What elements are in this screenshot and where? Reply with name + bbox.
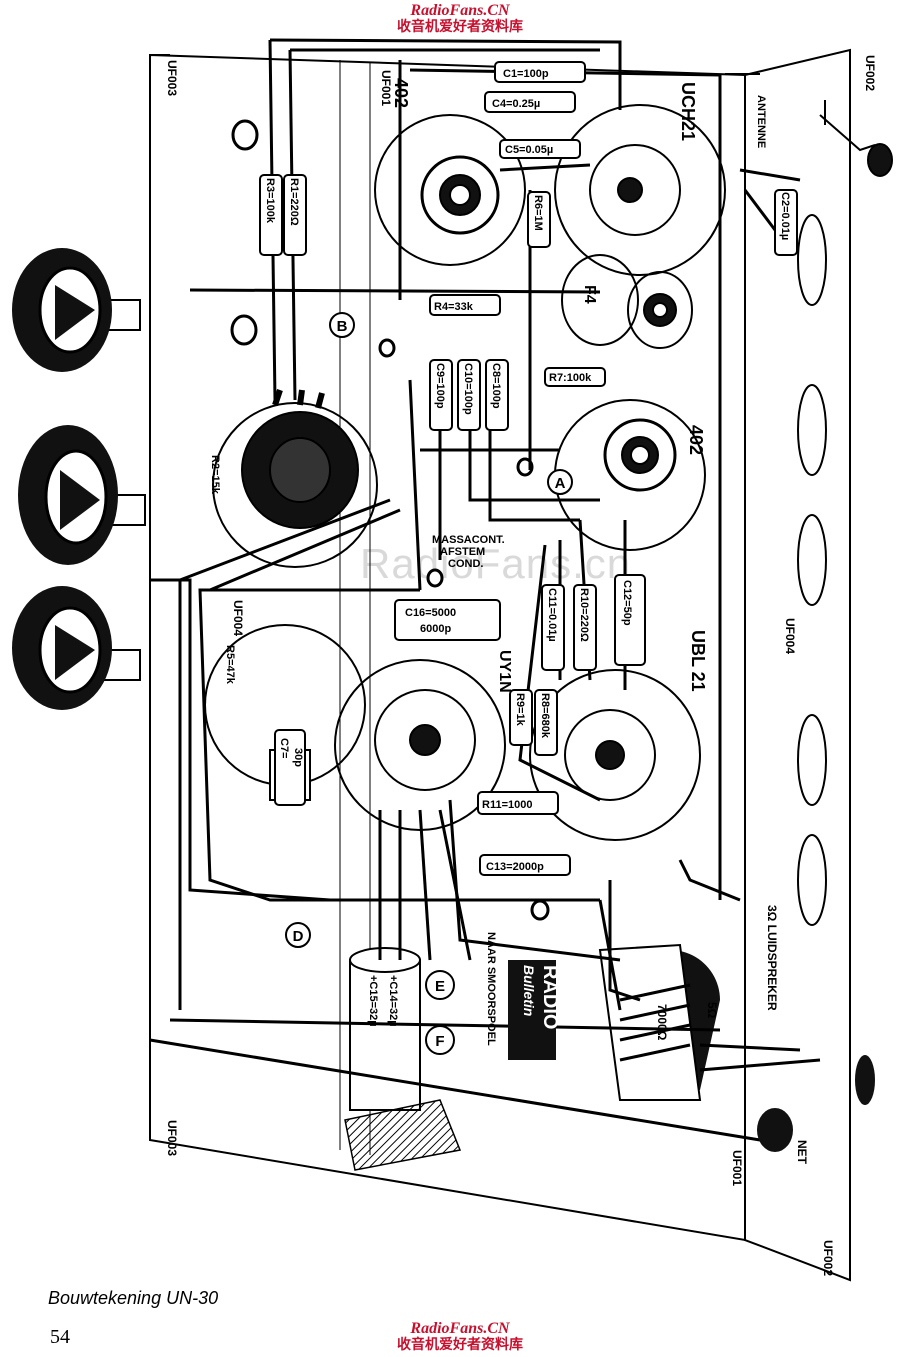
potentiometer-r2 — [212, 389, 378, 568]
label-uf004-left: UF004 — [231, 600, 245, 636]
connector-point-labels: B A D E F — [293, 318, 566, 1050]
label-c15: +C15=32µ — [367, 975, 379, 1027]
label-c13: C13=2000p — [486, 861, 544, 873]
label-c9: C9=100p — [434, 363, 446, 409]
electrolytic-c14-c15 — [344, 947, 462, 1171]
label-uf003-bottom: UF003 — [165, 1120, 179, 1156]
radio-bulletin-logo: RADIO Bulletin — [508, 960, 561, 1060]
label-f4: F4 — [581, 285, 598, 304]
label-c7b: 30p — [292, 748, 304, 767]
label-c2: C2=0.01µ — [779, 192, 791, 240]
point-f: F — [435, 1033, 444, 1050]
tube-socket-402-mid — [554, 399, 706, 551]
net-cord — [757, 1055, 875, 1152]
label-c16b: 6000p — [420, 623, 451, 635]
watermark-site: RadioFans.CN — [410, 2, 510, 19]
label-uf004-right: UF004 — [783, 618, 797, 654]
label-c4: C4=0.25µ — [492, 98, 540, 110]
knob-middle[interactable] — [18, 425, 146, 565]
knob-top[interactable] — [12, 248, 141, 372]
point-a-circle — [547, 469, 573, 495]
page-number: 54 — [50, 1326, 70, 1348]
tube-socket-uch21 — [554, 104, 726, 276]
point-b: B — [337, 318, 348, 335]
label-c11: C11=0.01µ — [546, 588, 558, 642]
label-antenne: ANTENNE — [755, 95, 767, 148]
rotated-labels: UF003 UF003 UF001 UF001 UF002 UF002 UF00… — [165, 55, 877, 1276]
tube-label-uch21: UCH21 — [678, 82, 698, 141]
label-net: NET — [795, 1140, 809, 1165]
label-r7: R7:100k — [549, 372, 592, 384]
label-r6: R6=1M — [532, 195, 544, 231]
tube-label-402-mid: 402 — [686, 425, 706, 455]
label-r11: R11=1000 — [482, 799, 532, 811]
label-afstem: AFSTEM — [440, 546, 485, 558]
antenna-terminal — [819, 100, 893, 177]
massacont-label: MASSACONT. AFSTEM COND. — [432, 534, 505, 570]
label-r2: R2=15k — [209, 455, 221, 495]
label-uf002-bottom: UF002 — [821, 1240, 835, 1276]
label-massacont: MASSACONT. — [432, 534, 505, 546]
wires — [149, 38, 821, 1142]
label-c5: C5=0.05µ — [505, 144, 553, 156]
logo-radio: RADIO — [539, 965, 561, 1029]
point-d-circle — [285, 922, 311, 948]
side-cutouts — [797, 214, 827, 926]
label-r8: R8=680k — [539, 693, 551, 739]
watermark-chinese-bottom: 收音机爱好者资料库 — [397, 1337, 523, 1353]
watermark-site-bottom: RadioFans.CN — [410, 1320, 510, 1337]
label-uf003-top: UF003 — [165, 60, 179, 96]
tube-label-ubl21: UBL 21 — [688, 630, 708, 692]
label-ohm7000: 7000Ω — [655, 1004, 669, 1041]
label-naar-smoorspoel: NAAR SMOORSPOEL — [485, 932, 497, 1046]
knob-bottom[interactable] — [12, 586, 141, 710]
label-c16a: C16=5000 — [405, 607, 456, 619]
label-r10: R10=220Ω — [578, 588, 590, 642]
component-bodies — [259, 61, 798, 876]
point-f-circle — [425, 1025, 455, 1055]
watermark-bottom: RadioFans.CN 收音机爱好者资料库 — [0, 1320, 920, 1353]
label-c8: C8=100p — [490, 363, 502, 409]
label-r3: R3=100k — [264, 178, 276, 224]
label-c14: +C14=32µ — [387, 975, 399, 1027]
tube-socket-ubl21 — [529, 669, 701, 841]
point-a: A — [555, 475, 566, 492]
label-r5: R5=47k — [224, 645, 236, 685]
output-transformer — [598, 943, 720, 1101]
watermark-chinese: 收音机爱好者资料库 — [397, 19, 523, 35]
label-uf002-top: UF002 — [863, 55, 877, 91]
label-c7a: C7= — [278, 738, 290, 759]
connector-points — [285, 312, 573, 1055]
label-ohm5: 5Ω — [705, 1002, 719, 1019]
trimmer-f4 — [561, 254, 693, 349]
point-d: D — [293, 928, 304, 945]
label-c12: C12=50p — [621, 580, 633, 626]
label-r1: R1=220Ω — [288, 178, 300, 226]
label-uf001-bottom: UF001 — [730, 1150, 744, 1186]
label-r4: R4=33k — [434, 301, 474, 313]
tube-label-402-top: 402 — [391, 78, 411, 108]
chassis-holes — [230, 119, 550, 921]
label-c10: C10=100p — [462, 363, 474, 415]
component-labels: C1=100p C4=0.25µ C5=0.05µ C2=0.01µ R3=10… — [209, 68, 791, 1027]
point-b-circle — [329, 312, 355, 338]
tube-label-uy1n: UY1N — [496, 650, 513, 693]
point-e: E — [435, 978, 445, 995]
drawing-caption: Bouwtekening UN-30 — [48, 1288, 219, 1308]
label-r9: R9=1k — [514, 693, 526, 727]
label-uf001-top: UF001 — [379, 70, 393, 106]
watermark-top: RadioFans.CN 收音机爱好者资料库 — [0, 2, 920, 35]
label-luidspreker: 3Ω LUIDSPREKER — [765, 905, 779, 1011]
label-c1: C1=100p — [503, 68, 549, 80]
logo-bulletin: Bulletin — [521, 965, 537, 1016]
point-e-circle — [425, 970, 455, 1000]
label-cond: COND. — [448, 558, 483, 570]
tube-socket-402-top — [374, 114, 526, 266]
